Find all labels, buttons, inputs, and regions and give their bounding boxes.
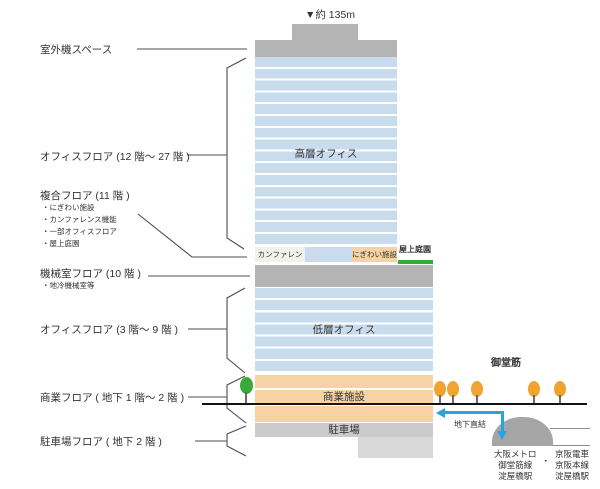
high-rise-office-label: 高層オフィス: [294, 148, 358, 160]
low-rise-office-section: [255, 288, 433, 373]
arrow-head-left: [436, 407, 445, 418]
station-line-text: 淀屋橋駅: [555, 471, 590, 481]
underground-passage: [550, 427, 590, 446]
station-names: 大阪メトロ 御堂筋線 淀屋橋駅 ・ 京阪電車 京阪本線 淀屋橋駅: [494, 449, 589, 482]
parking-band: [255, 423, 433, 437]
roof-garden-label: 屋上庭園: [399, 245, 431, 254]
commercial-band-b1: [255, 406, 433, 422]
bracket-parking: [226, 425, 247, 457]
tree-icon: [471, 381, 483, 397]
tree-trunk: [559, 395, 561, 404]
direct-connection-label: 地下直結: [454, 420, 486, 429]
station-separator: ・: [541, 456, 551, 466]
tree-icon: [447, 381, 459, 397]
parking-deep-block: [358, 437, 433, 458]
conference-area: カンファレンス: [255, 247, 305, 274]
low-rise-office-label: 低層オフィス: [312, 324, 376, 336]
tree-trunk: [452, 395, 454, 404]
station-line-text: 京阪電車: [555, 449, 590, 459]
roof-outdoor-unit-band: [255, 40, 397, 57]
roof-penthouse: [292, 24, 358, 40]
station-line-text: 淀屋橋駅: [498, 471, 533, 481]
tree-icon: [434, 381, 446, 397]
label-machine-floor: 機械室フロア (10 階 ): [40, 268, 141, 280]
direct-connection-arrow-vertical: [500, 411, 504, 432]
mixed-floor-row: カンファレンス にぎわい施設: [255, 247, 397, 274]
bracket-office-low: [226, 287, 246, 374]
station-line-text: 京阪本線: [555, 460, 590, 470]
tree-trunk: [245, 392, 247, 404]
label-parking-floor: 駐車場フロア ( 地下 2 階 ): [40, 436, 162, 448]
label-commercial-floor: 商業フロア ( 地下 1 階〜 2 階 ): [40, 392, 185, 404]
bracket-office-high: [226, 57, 247, 250]
tree-trunk: [439, 395, 441, 404]
high-rise-office-section: [255, 57, 397, 246]
tree-icon: [554, 381, 566, 397]
nigiwai-area: にぎわい施設: [352, 247, 397, 262]
tree-icon: [528, 381, 540, 397]
street-name-label: 御堂筋: [491, 358, 521, 369]
height-annotation: ▼約 135m: [304, 9, 356, 21]
leader-mixed-floor: [137, 213, 247, 258]
label-mixed-floor: 複合フロア (11 階 ): [40, 190, 130, 202]
mixed-floor-item: ・カンファレンス機能: [42, 215, 117, 224]
ground-line: [202, 403, 587, 406]
commercial-band-2f: [255, 375, 433, 388]
station-keihan: 京阪電車 京阪本線 淀屋橋駅: [555, 449, 589, 482]
station-metro: 大阪メトロ 御堂筋線 淀屋橋駅: [494, 449, 537, 482]
commercial-band-1f: [255, 390, 433, 403]
commercial-label: 商業施設: [323, 391, 365, 403]
label-outdoor-unit-space: 室外機スペース: [40, 44, 113, 56]
machine-room-band: [255, 265, 433, 287]
direct-connection-arrow: [444, 411, 503, 415]
label-office-floor-high: オフィスフロア (12 階〜 27 階 ): [40, 151, 190, 163]
station-line-text: 御堂筋線: [498, 460, 533, 470]
arrow-head-down: [497, 431, 507, 440]
office-part-area: [305, 247, 352, 262]
bracket-commercial: [226, 375, 247, 424]
station-line-text: 大阪メトロ: [494, 449, 537, 459]
tree-icon: [239, 377, 253, 394]
tree-trunk: [533, 395, 535, 404]
mixed-floor-item: ・屋上庭園: [42, 239, 80, 248]
mixed-floor-item: ・一部オフィスフロア: [42, 227, 117, 236]
mixed-floor-item: ・にぎわい施設: [42, 203, 95, 212]
machine-floor-item: ・地冷機械室等: [42, 281, 95, 290]
parking-label: 駐車場: [328, 424, 360, 436]
roof-garden-strip: [398, 260, 433, 264]
tree-trunk: [476, 395, 478, 404]
label-office-floor-low: オフィスフロア (3 階〜 9 階 ): [40, 324, 179, 336]
